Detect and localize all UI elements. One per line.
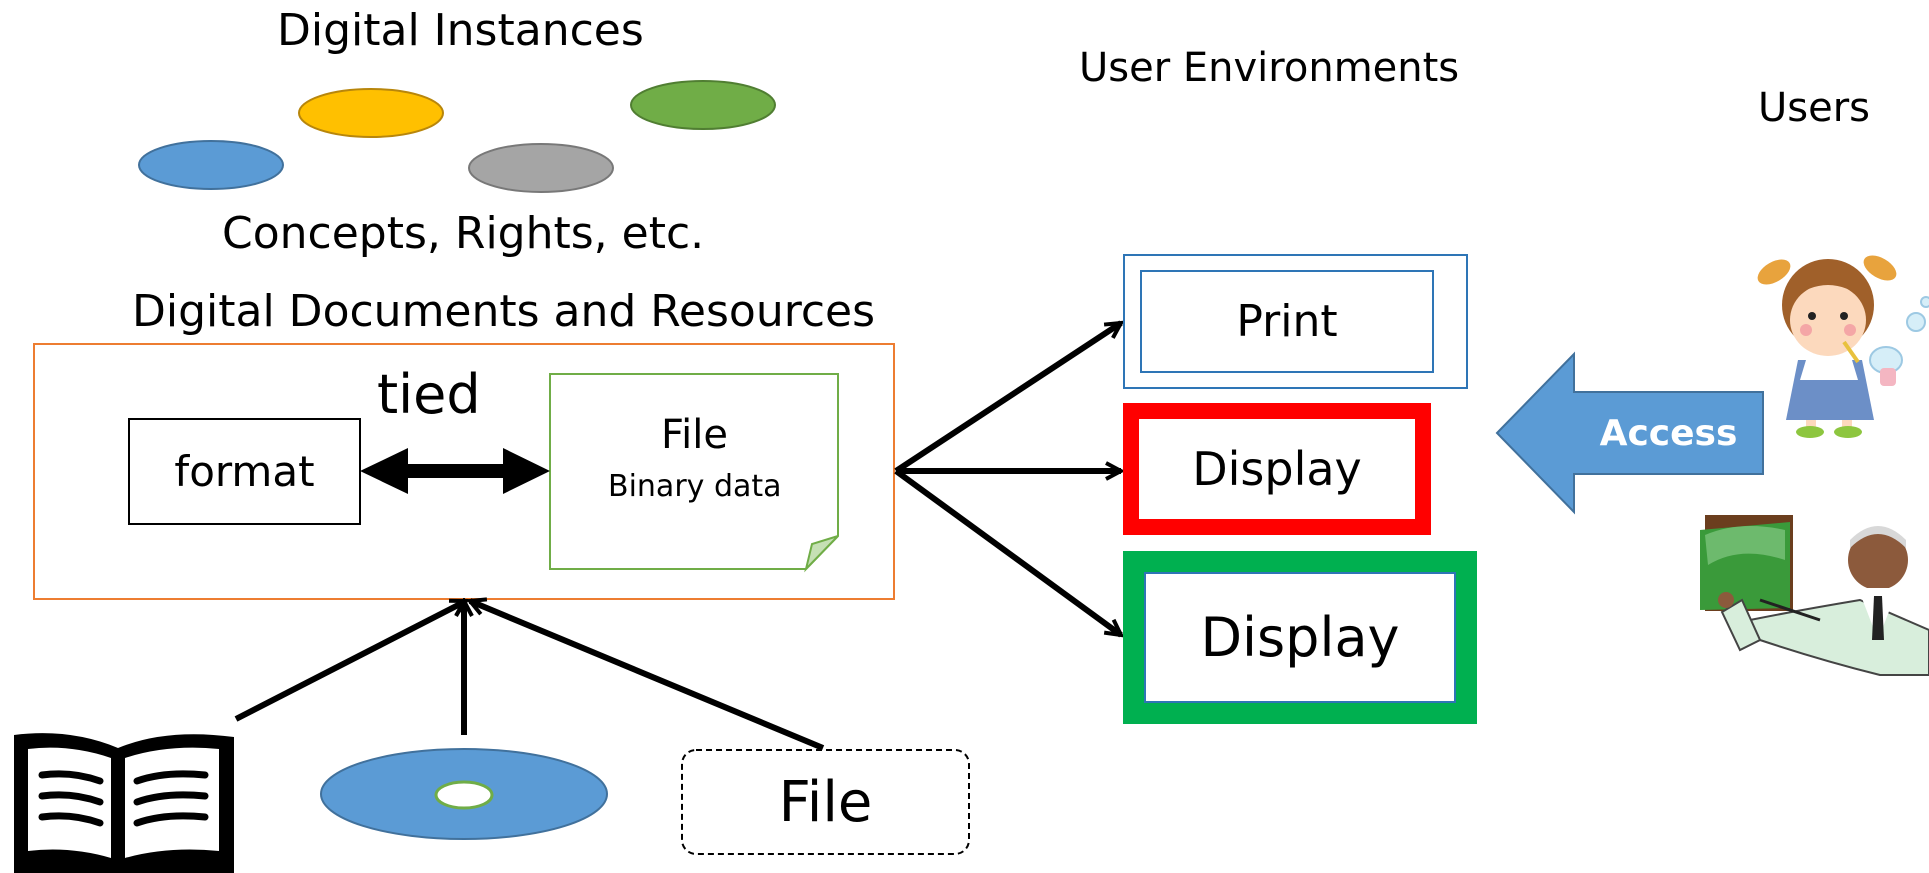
tied-double-arrow [360,448,550,494]
print-inner-box [1140,270,1434,373]
display-green-inner [1144,572,1456,703]
format-label: format [174,447,315,496]
instance-ellipse-gray [468,143,614,193]
heading-concepts-rights: Concepts, Rights, etc. [222,208,705,259]
arrow-from-book [234,598,466,722]
arrow-from-file [470,601,825,751]
heading-users: Users [1758,85,1871,131]
display-green-label: Display [1200,606,1400,669]
access-arrow [1495,351,1764,515]
heading-digital-documents: Digital Documents and Resources [132,286,876,337]
display-green-box [1123,551,1477,724]
file-fold-corner [804,535,839,573]
display-red-label: Display [1192,442,1362,496]
format-box [128,418,361,525]
open-book-icon [14,733,234,873]
heading-digital-instances: Digital Instances [277,5,644,56]
teacher-at-board-icon [1700,515,1929,676]
tied-label: tied [377,363,481,426]
file-subtitle-label: Binary data [608,469,782,504]
file-title-label: File [661,412,728,458]
instance-ellipse-yellow [298,88,444,138]
heading-user-environments: User Environments [1079,45,1460,91]
instance-ellipse-blue [138,140,284,190]
arrow-to-display-green [894,468,1121,635]
instance-ellipse-green [630,80,776,130]
access-label: Access [1599,412,1738,454]
display-red-box [1123,403,1431,535]
girl-blowing-bubbles-icon [1757,255,1929,438]
file-source-box [681,749,970,855]
print-label: Print [1236,296,1338,347]
disc-icon [320,748,608,840]
file-source-label: File [778,769,873,835]
arrow-to-print [894,320,1121,474]
